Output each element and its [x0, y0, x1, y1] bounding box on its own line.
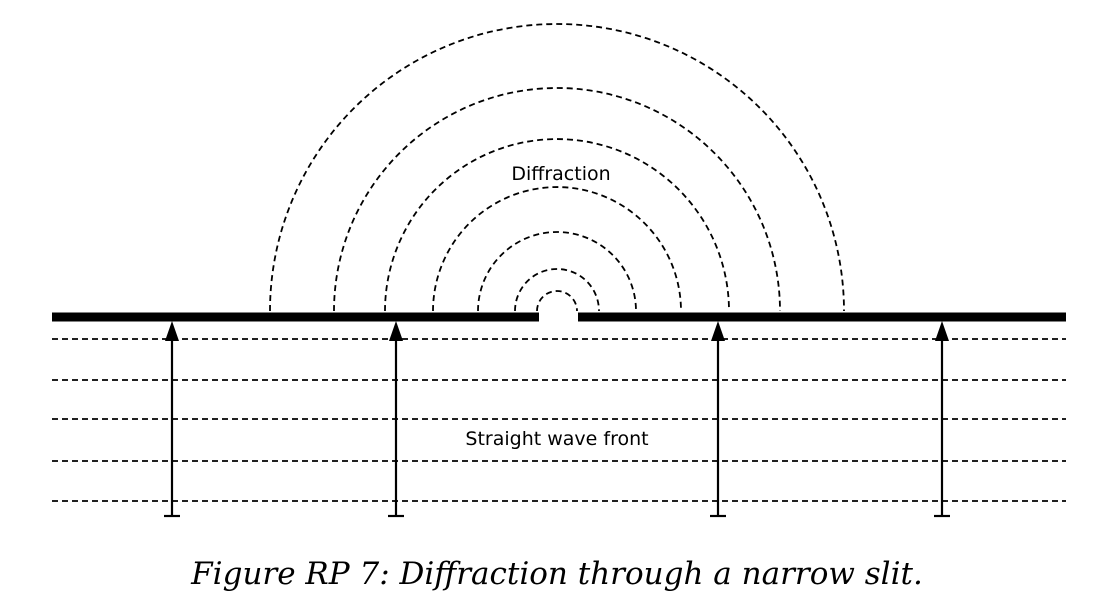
- diffracted-arc: [269, 23, 845, 312]
- arrow: [388, 321, 404, 518]
- arrow: [934, 321, 950, 518]
- diffracted-arc: [514, 268, 600, 312]
- propagation-arrows: [164, 321, 950, 518]
- figure-caption: Figure RP 7: Diffraction through a narro…: [191, 556, 923, 592]
- diffracted-arc: [333, 87, 781, 312]
- straight-wave-fronts: [52, 338, 1066, 502]
- arrow: [710, 321, 726, 518]
- diffracted-arc: [432, 186, 682, 312]
- arrow: [164, 321, 180, 518]
- diffracted-wave-fronts: [269, 23, 845, 312]
- wave-front-label: Straight wave front: [465, 428, 648, 450]
- diffraction-label: Diffraction: [511, 163, 610, 185]
- diffracted-arc: [384, 138, 730, 312]
- diffracted-arc: [477, 231, 637, 312]
- diffracted-arc: [536, 290, 578, 312]
